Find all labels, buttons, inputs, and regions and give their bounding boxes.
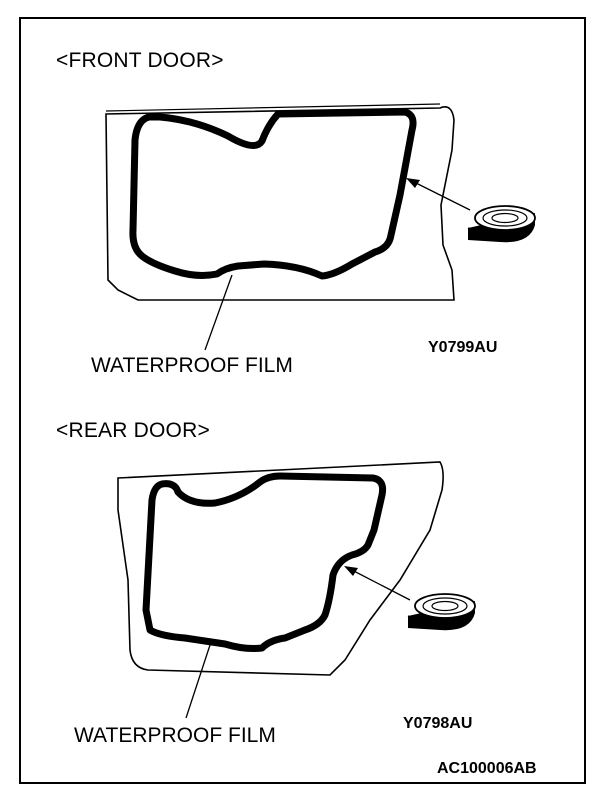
rear-waterproof-film xyxy=(142,472,387,652)
rear-arrow-head xyxy=(344,566,358,576)
rear-waterproof-film-label: WATERPROOF FILM xyxy=(74,724,276,747)
rear-tape-roll-icon xyxy=(407,593,476,631)
figure-frame xyxy=(19,17,586,784)
front-waterproof-film-label: WATERPROOF FILM xyxy=(91,354,293,377)
front-arrow-head xyxy=(406,178,420,188)
front-door-drawing xyxy=(105,103,536,351)
figure-id: AC100006AB xyxy=(437,760,537,777)
front-waterproof-film xyxy=(129,108,417,280)
front-door-heading: <FRONT DOOR> xyxy=(56,49,224,72)
front-arrow-leader xyxy=(409,179,471,211)
rear-door-panel xyxy=(117,461,444,676)
front-callout-leader xyxy=(204,274,233,351)
rear-door-heading: <REAR DOOR> xyxy=(56,419,210,442)
rear-callout-leader xyxy=(185,644,211,719)
front-door-panel xyxy=(105,106,455,301)
rear-door-drawing xyxy=(117,461,476,719)
front-figure-code: Y0799AU xyxy=(428,339,498,356)
rear-arrow-leader xyxy=(347,567,411,601)
front-door-top-edge xyxy=(105,103,441,112)
front-tape-roll-icon xyxy=(467,205,536,243)
rear-figure-code: Y0798AU xyxy=(403,715,473,732)
